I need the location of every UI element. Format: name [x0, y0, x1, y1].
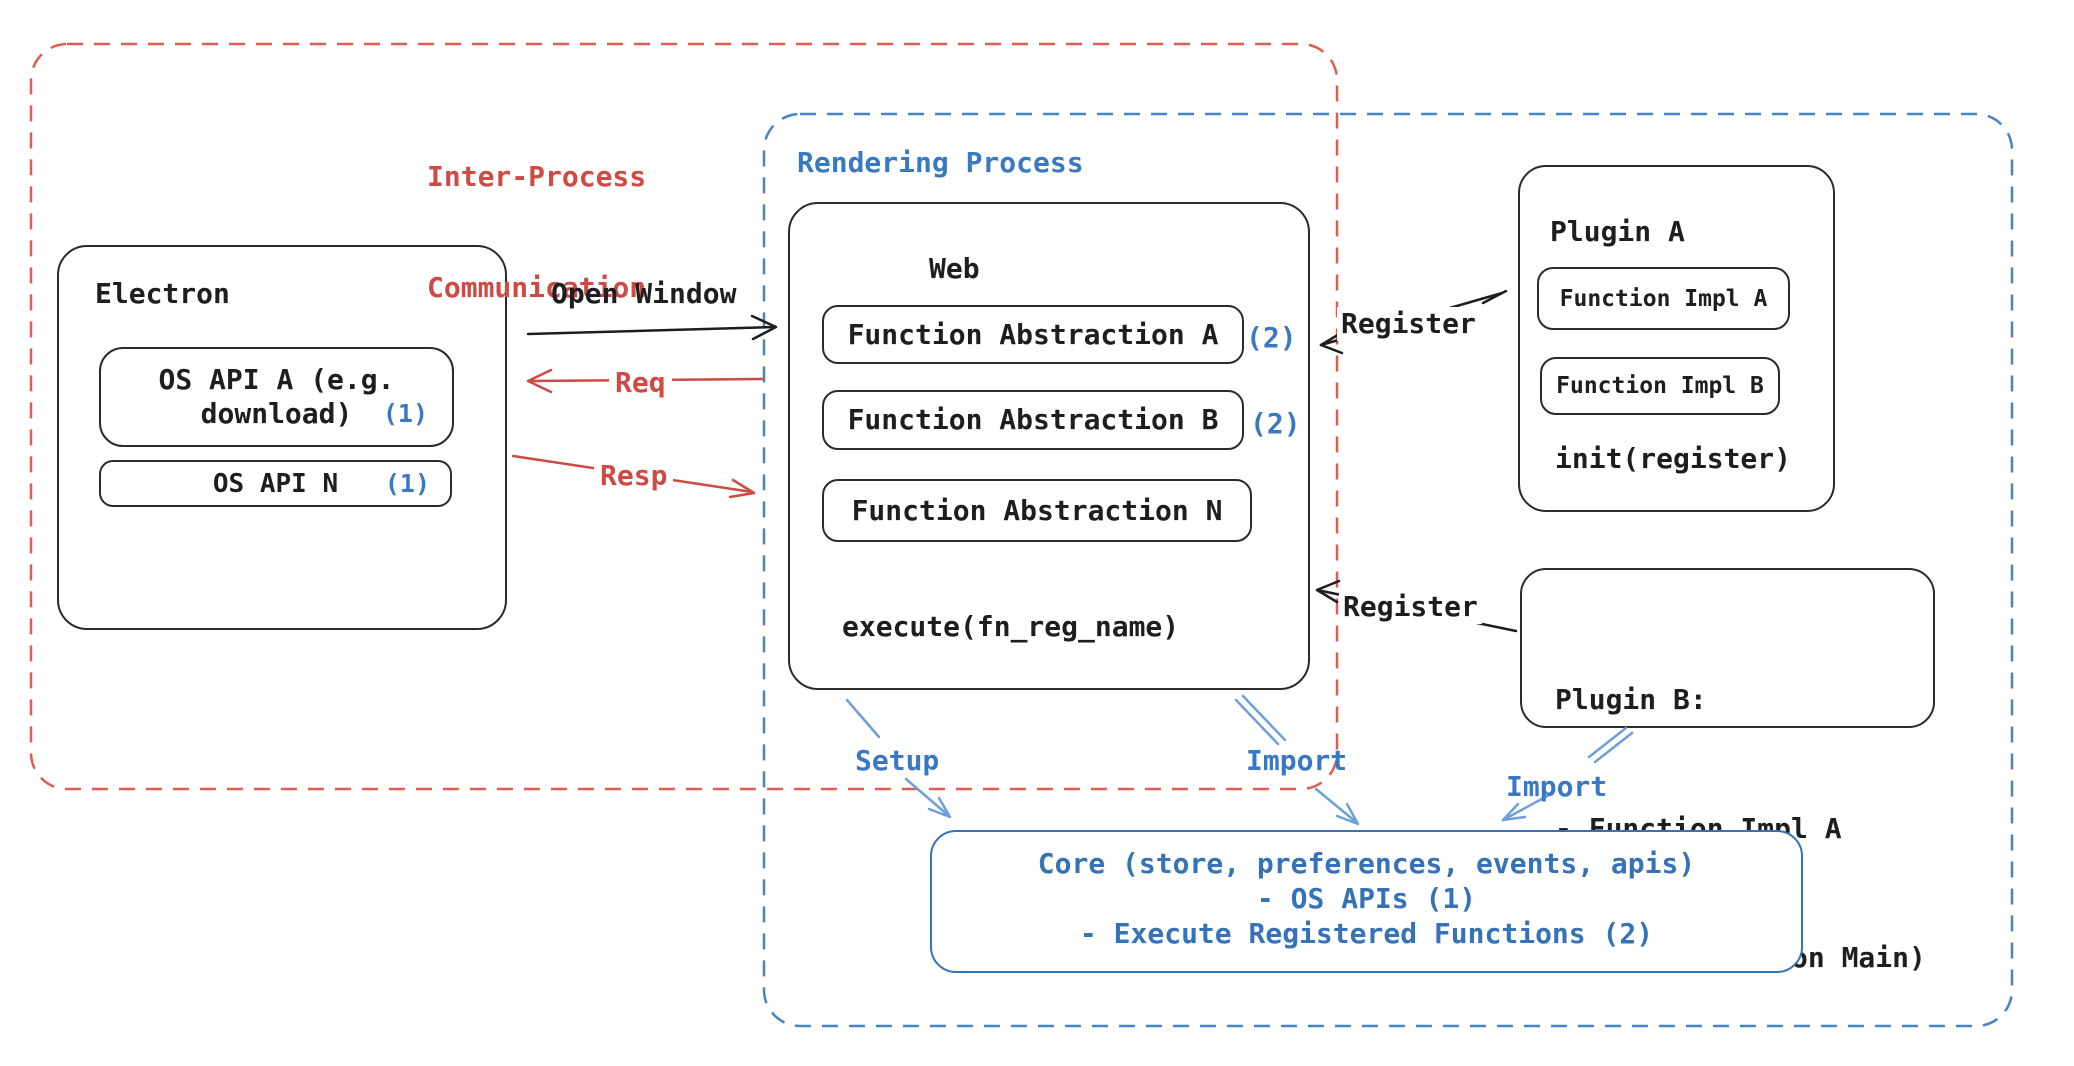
core-box: Core (store, preferences, events, apis) … [930, 830, 1803, 973]
ipc-frame [29, 42, 1339, 791]
web-box: Web Function Abstraction A (2) Function … [788, 202, 1310, 690]
core-os-apis-line: - OS APIs (1) [1256, 882, 1477, 915]
ipc-frame-label: Inter-Process Communication [427, 84, 646, 380]
function-impl-b-label: Function Impl B [1556, 373, 1764, 399]
function-abstraction-b-box: Function Abstraction B [822, 390, 1244, 450]
open-window-label: Open Window [551, 277, 737, 310]
setup-label: Setup [855, 744, 940, 777]
function-impl-a-box: Function Impl A [1537, 267, 1790, 330]
os-api-a-line1: OS API A (e.g. [158, 363, 395, 396]
rendering-process-label: Rendering Process [797, 146, 1084, 179]
core-execute-line: - Execute Registered Functions (2) [1079, 917, 1654, 950]
ipc-frame-label-line2: Communication [427, 271, 647, 304]
open-window-arrow [526, 314, 778, 341]
os-api-a-box: OS API A (e.g. download) (1) [99, 347, 454, 447]
os-api-a-line2-text: download) [200, 397, 353, 430]
function-abstraction-b-badge: (2) [1250, 407, 1301, 440]
import-web-arrow [1234, 694, 1360, 826]
function-abstraction-n-box: Function Abstraction N [822, 479, 1252, 542]
plugin-a-box: Plugin A Function Impl A Function Impl B… [1518, 165, 1835, 512]
os-api-n-label: OS API N [212, 468, 339, 499]
core-title-line: Core (store, preferences, events, apis) [1037, 847, 1696, 880]
function-impl-a-label: Function Impl A [1559, 285, 1768, 312]
core-text: Core (store, preferences, events, apis) … [932, 846, 1801, 951]
os-api-n-badge: (1) [384, 468, 430, 498]
ipc-frame-label-line1: Inter-Process [427, 160, 647, 193]
resp-label: Resp [594, 459, 674, 493]
execute-text: execute(fn_reg_name) [842, 610, 1180, 643]
register-plugin-b-label: Register [1339, 590, 1482, 624]
function-abstraction-a-badge: (2) [1246, 321, 1297, 354]
plugin-b-title: Plugin B: [1555, 683, 1707, 716]
os-api-a-line2: download) (1) [101, 397, 452, 431]
register-plugin-a-label: Register [1337, 307, 1480, 341]
function-abstraction-n-label: Function Abstraction N [851, 493, 1223, 527]
rendering-process-frame [762, 112, 2014, 1028]
function-abstraction-a-box: Function Abstraction A [822, 305, 1244, 364]
web-title: Web [929, 252, 980, 285]
import-plugin-b-arrow [1501, 726, 1634, 822]
electron-title: Electron [95, 277, 230, 310]
function-abstraction-b-label: Function Abstraction B [847, 403, 1219, 436]
import-plugin-b-label: Import [1506, 770, 1608, 803]
import-web-label: Import [1246, 744, 1348, 777]
os-api-n-box: OS API N (1) [99, 460, 452, 507]
os-api-a-badge: (1) [382, 399, 428, 428]
electron-box: Electron OS API A (e.g. download) (1) OS… [57, 245, 507, 630]
plugin-a-title: Plugin A [1550, 215, 1685, 248]
init-register-text: init(register) [1555, 442, 1792, 475]
req-label: Req [609, 366, 672, 400]
setup-arrow [845, 698, 952, 819]
function-abstraction-a-label: Function Abstraction A [847, 317, 1219, 351]
function-impl-b-box: Function Impl B [1540, 357, 1780, 415]
